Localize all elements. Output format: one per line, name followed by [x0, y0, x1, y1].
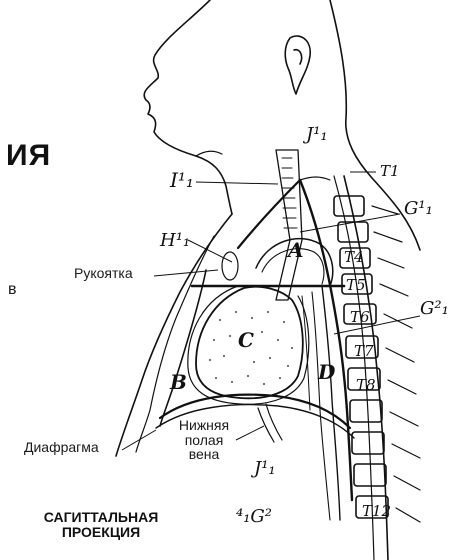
- projection-caption: САГИТТАЛЬНАЯ ПРОЕКЦИЯ: [16, 510, 186, 539]
- vertebra-label-t6: T6: [350, 310, 370, 326]
- handwritten-h-mark: H¹₁: [160, 232, 190, 251]
- handwritten-i-mark: I¹₁: [170, 170, 194, 191]
- trachea: [276, 150, 302, 300]
- region-b-label: B: [170, 372, 187, 393]
- label-inferior-vena-cava: Нижняя полая вена: [172, 418, 236, 462]
- ivc-line-2: полая: [172, 433, 236, 448]
- region-a-label: A: [288, 240, 304, 261]
- region-c-label: C: [238, 330, 254, 351]
- handwritten-j-bottom: J¹₁: [254, 460, 276, 479]
- handwritten-g2-mark: G²₁: [420, 300, 449, 319]
- vertebra-label-t7: T7: [354, 344, 374, 360]
- handwritten-g1-mark: G¹₁: [404, 200, 433, 219]
- caption-line-2: ПРОЕКЦИЯ: [16, 525, 186, 540]
- region-d-label: D: [318, 362, 335, 383]
- vertebra-label-t12: T12: [362, 504, 391, 520]
- caption-line-1: САГИТТАЛЬНАЯ: [16, 510, 186, 525]
- inferior-vena-cava: [258, 404, 282, 442]
- heading-fragment: ИЯ: [6, 140, 51, 172]
- handwritten-j-top: J¹₁: [306, 126, 328, 145]
- ivc-line-1: Нижняя: [172, 418, 236, 433]
- label-diaphragm: Диафрагма: [24, 440, 99, 455]
- label-manubrium: Рукоятка: [74, 266, 133, 281]
- vertebra-label-t1: T1: [380, 164, 400, 180]
- side-letter: в: [8, 282, 17, 299]
- ivc-line-3: вена: [172, 447, 236, 462]
- handwritten-g2-bottom: ⁴₁G²: [236, 508, 272, 527]
- vertebra-label-t8: T8: [356, 378, 376, 394]
- vertebra-label-t5: T5: [346, 278, 366, 294]
- manubrium-blob: [222, 252, 238, 280]
- sternum: [160, 270, 206, 426]
- vertebra-label-t4: T4: [344, 250, 364, 266]
- ear-outline: [285, 36, 310, 94]
